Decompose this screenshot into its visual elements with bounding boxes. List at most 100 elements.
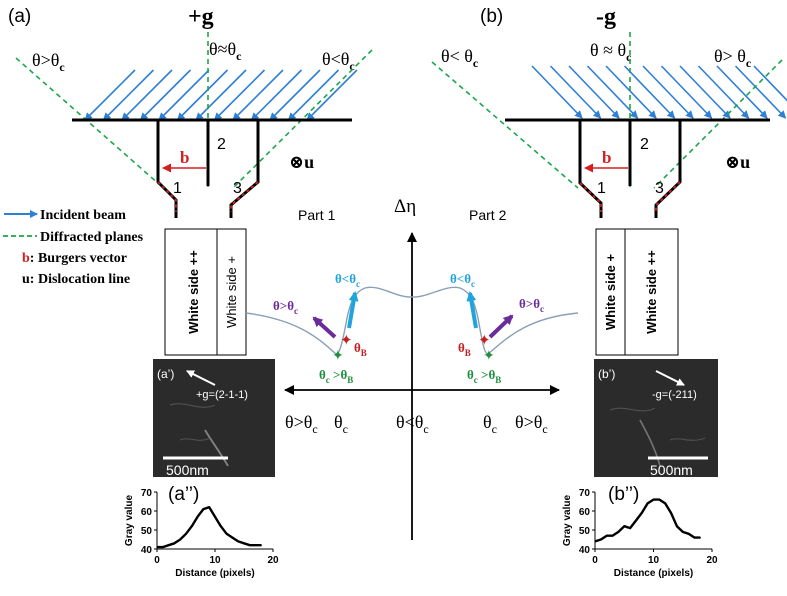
star-red-right: ✦ [478,333,491,349]
plot-a-x-tick-label: 0 [154,555,160,566]
contrast-curve [245,286,579,355]
plot-b-data-point [647,502,649,504]
panel-b-plane-1 [578,120,603,218]
panel-a-micro-g: +g=(2-1-1) [196,389,248,401]
axis-label-b-c: θc [483,412,497,436]
panel-b-micrograph-texture [609,407,706,441]
panel-a-micro-label: (a’) [157,367,174,381]
plot-b-data-point [688,533,690,535]
plot-a-data-point [191,525,193,527]
panel-a-theta-mid: θ≈θc [209,39,242,63]
panel-a-white-side-left: White side ++ [186,250,201,334]
center-schematic: Part 1 Part 2 Δη θ>θc θc θ<θc θc θ>θc θ<… [245,196,579,540]
panel-b-diffracted-plane-left [431,61,579,189]
plot-b-data-point [693,537,696,539]
panel-b-theta-right: θ> θc [714,46,752,70]
star-red-left: ✦ [340,333,353,349]
panel-b-number-3: 3 [655,180,664,197]
panel-a-incident-beam-6 [176,69,229,121]
panel-b-incident-beam-13 [753,65,787,102]
panel-b-white-side-right-box [624,228,679,356]
plot-a-x-tick-label: 20 [267,555,279,566]
panel-b-incident-beam-10 [697,65,750,119]
plot-b-data-point [629,527,631,529]
plot-b-x-tick-label: 0 [592,555,598,566]
plot-a-data-point [220,525,222,527]
plot-a-data-point [260,544,262,546]
legend-diffracted-planes-label: Diffracted planes [40,230,144,245]
plot-b-x-label: Distance (pixels) [614,568,693,579]
plot-b-data-point [617,531,620,533]
plot-a-y-tick-label: 60 [141,507,153,518]
panel-a-incident-beam-11 [269,69,321,121]
panel-a-diffracted-plane-right [232,49,373,189]
panel-a-micrograph-defect [204,429,229,467]
panel-a-incident-beam-5 [158,69,210,121]
legend-burgers: b: Burgers vector [22,251,127,266]
panel-b-micro-label: (b’) [598,367,615,381]
panel-b-incident-beam-3 [568,65,620,119]
plot-b-data-point [664,502,666,504]
panel-a-incident-beam-1 [84,69,136,121]
panel-b-strain-3 [655,181,681,212]
panel-b-white-side-left: White side + [603,253,618,330]
part-1-label: Part 1 [298,207,336,223]
part-2-label: Part 2 [469,207,507,223]
plot-a-data-point [255,544,257,546]
label-thetaCB-left: θc >θB [319,367,353,385]
panel-b-diffracted-plane-right [653,59,783,189]
plot-a-data-point [179,538,181,541]
panel-a-micrograph-texture [169,403,216,441]
plot-b-y-tick-label: 60 [579,507,591,518]
plot-a-data-point [156,546,158,548]
star-green-right: ✦ [483,349,495,364]
plot-b-data-point [635,519,637,522]
panel-a-scale-label: 500nm [166,462,209,478]
plot-b-y-tick-label: 70 [579,488,591,499]
plot-b-y-tick-label: 40 [579,545,591,556]
panel-b-number-2: 2 [640,136,649,153]
plot-b-y-label: Gray value [562,494,573,546]
label-thetaB-right: θB [458,340,471,358]
panel-a-incident-beam-8 [213,69,266,121]
plot-a-data-point [249,544,251,546]
plot-b-x-tick-label: 10 [648,555,660,566]
arrow-cyan-left [347,291,359,329]
label-gt-right: θ>θc [519,296,544,314]
label-gt-left: θ>θc [273,298,298,316]
panel-a-burgers-label: b [180,148,189,167]
panel-b-incident-beam-5 [605,65,657,119]
plot-b-data-point [699,537,701,539]
plot-b-data-point [600,538,602,541]
plot-a-data-point [231,537,233,539]
panel-b-burgers-label: b [602,148,611,167]
axis-label-a-c: θc [334,412,348,436]
label-thetaCB-right: θc >θB [467,367,501,385]
plot-a-profile-line [157,506,262,549]
plot-a-data-point [237,540,239,543]
plot-a-data-point [162,546,164,548]
plot-b-data-point [670,512,672,514]
arrow-purple-right [488,314,514,339]
plot-a-y-tick-label: 50 [141,526,153,537]
panel-a-incident-beam-10 [250,69,303,121]
panel-a-plane-1 [156,120,178,218]
panel-b-plane-3 [654,120,682,218]
label-lt-left: θ<θc [335,271,360,289]
plot-a-x-label: Distance (pixels) [175,568,254,579]
plot-b-data-point [641,512,643,514]
star-green-left: ✦ [332,349,344,364]
plot-a-y-tick-label: 40 [141,545,153,556]
plot-b-data-point [594,540,596,543]
panel-a-theta-right: θ<θc [322,49,355,73]
plot-b-data-point [611,535,614,537]
plot-b-data-point [682,531,684,533]
panel-b-g-label: -g [596,4,616,30]
plot-a-data-point [208,506,210,508]
plot-a-y-tick-label: 70 [141,488,153,499]
panel-b-theta-left: θ< θc [441,46,479,70]
legend: Incident beam Diffracted planes b: Burge… [3,208,144,287]
plot-b-data-point [606,535,608,537]
panel-b-incident-beam-7 [642,65,694,119]
plot-a-y-label: Gray value [124,494,135,546]
